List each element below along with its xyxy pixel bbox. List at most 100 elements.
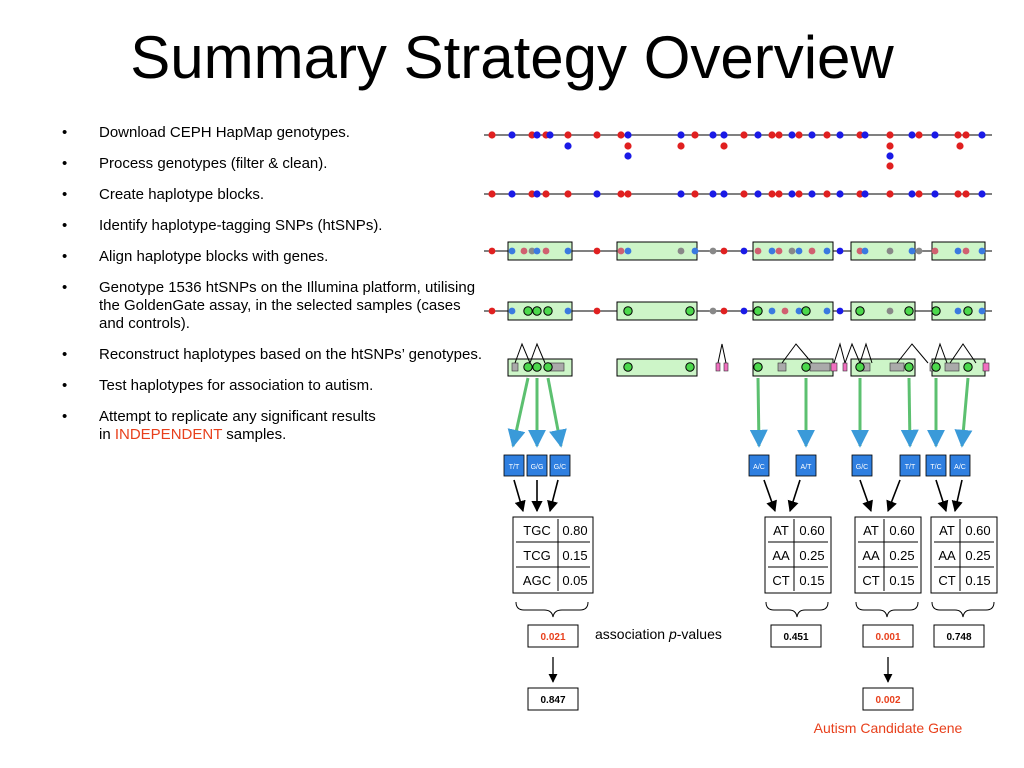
replicate-suffix: samples. (222, 426, 287, 443)
snp-tag: T/T (899, 454, 921, 477)
snp-tag-label: G/C (856, 464, 868, 471)
haplotype-cell: AT (863, 523, 879, 538)
step-replicate: Attempt to replicate any significant res… (62, 408, 482, 444)
haplotype-cell: AT (939, 523, 955, 538)
snp-tag: G/C (851, 454, 873, 477)
haplotype-block (616, 301, 698, 321)
step-htsnps: Identify haplotype-tagging SNPs (htSNPs)… (62, 217, 482, 235)
pvalue-text: 0.451 (783, 632, 808, 643)
snp-tag: A/C (949, 454, 971, 477)
snp-tag-label: A/T (801, 464, 813, 471)
step-process: Process genotypes (filter & clean). (62, 155, 482, 173)
step-reconstruct: Reconstruct haplotypes based on the htSN… (62, 346, 482, 364)
step-align: Align haplotype blocks with genes. (62, 248, 482, 266)
step-test: Test haplotypes for association to autis… (62, 377, 482, 395)
replication-value: 0.002 (875, 695, 900, 706)
pvalue-box: 0.021 (527, 624, 579, 648)
slide-title: Summary Strategy Overview (130, 24, 894, 91)
haplotype-table: TGC 0.80 TCG 0.15 AGC 0.05 (512, 516, 594, 594)
frequency-cell: 0.60 (965, 523, 990, 538)
snp-markers (488, 247, 986, 255)
haplotype-table: AT 0.60 AA 0.25 CT 0.15 (930, 516, 998, 594)
haplotype-cell: AA (938, 548, 956, 563)
pvalue-box: 0.001 (862, 624, 914, 648)
frequency-cell: 0.25 (799, 548, 824, 563)
snp-markers (488, 190, 986, 198)
pvalues-caption-suffix: -values (677, 626, 722, 642)
frequency-cell: 0.15 (562, 548, 587, 563)
reconstruction-arrows (513, 479, 963, 513)
snp-tag: T/T (503, 454, 525, 477)
snp-tag: A/C (748, 454, 770, 477)
haplotype-block (616, 358, 698, 377)
pvalue-box: 0.451 (770, 624, 822, 648)
haplotype-cell: AT (773, 523, 789, 538)
snp-genotype-tags: T/T G/G G/C A/C A/T G/C T/T T/C A/C (503, 454, 971, 477)
pvalue-text: 0.021 (540, 632, 565, 643)
replicate-prefix: in (99, 426, 115, 443)
snp-tag-label: G/C (554, 464, 566, 471)
snp-tag: A/T (795, 454, 817, 477)
haplotype-block (850, 301, 916, 321)
frequency-cell: 0.05 (562, 573, 587, 588)
snp-tag: G/G (526, 454, 548, 477)
snp-tag-label: A/C (954, 464, 966, 471)
haplotype-block (752, 301, 834, 321)
replicate-line1: Attempt to replicate any significant res… (99, 408, 376, 425)
frequency-cell: 0.60 (799, 523, 824, 538)
snp-markers (488, 306, 986, 316)
frequency-cell: 0.25 (889, 548, 914, 563)
row-haplotype-blocks (484, 241, 992, 261)
snp-tag: T/C (925, 454, 947, 477)
table-braces (515, 601, 995, 618)
haplotype-cell: AA (772, 548, 790, 563)
snp-tag-label: G/G (531, 464, 544, 471)
haplotype-cell: CT (938, 573, 955, 588)
snp-markers (488, 131, 986, 170)
haplotype-cell: TCG (523, 548, 550, 563)
haplotype-table: AT 0.60 AA 0.25 CT 0.15 (854, 516, 922, 594)
candidate-gene-label: Autism Candidate Gene (814, 720, 963, 736)
frequency-cell: 0.80 (562, 523, 587, 538)
pvalues-caption: association p-values (595, 626, 722, 642)
frequency-cell: 0.60 (889, 523, 914, 538)
pvalue-box: 0.748 (933, 624, 985, 648)
row-gene-alignment (507, 342, 990, 377)
pvalue-text: 0.001 (875, 632, 900, 643)
snp-tag-label: T/T (509, 464, 520, 471)
pvalue-text: 0.748 (946, 632, 971, 643)
frequency-cell: 0.25 (965, 548, 990, 563)
step-blocks: Create haplotype blocks. (62, 186, 482, 204)
genotyping-arrows (507, 377, 973, 448)
pvalues-caption-prefix: association (595, 626, 669, 642)
haplotype-table: AT 0.60 AA 0.25 CT 0.15 (764, 516, 832, 594)
frequency-cell: 0.15 (965, 573, 990, 588)
intron-connectors (514, 342, 977, 364)
strategy-steps-list: Download CEPH HapMap genotypes. Process … (62, 124, 482, 457)
haplotype-cell: AGC (523, 573, 551, 588)
snp-tag-label: T/T (905, 464, 916, 471)
row-filtered-genotypes (484, 190, 992, 198)
haplotype-cell: CT (772, 573, 789, 588)
snp-tag: G/C (549, 454, 571, 477)
gene-exons (511, 362, 990, 372)
snp-tag-label: T/C (930, 464, 941, 471)
haplotype-cell: AA (862, 548, 880, 563)
htsnp-markers (523, 362, 973, 372)
haplotype-cell: TGC (523, 523, 550, 538)
replication-box: 0.847 (527, 687, 579, 711)
frequency-cell: 0.15 (799, 573, 824, 588)
step-genotype: Genotype 1536 htSNPs on the Illumina pla… (62, 279, 482, 333)
haplotype-cell: CT (862, 573, 879, 588)
independent-highlight: INDEPENDENT (114, 426, 223, 443)
replication-arrows (548, 657, 893, 683)
replication-box: 0.002 (862, 687, 914, 711)
pvalues-caption-italic: p (668, 626, 677, 642)
row-htsnp-selection (484, 301, 992, 321)
step-download: Download CEPH HapMap genotypes. (62, 124, 482, 142)
snp-tag-label: A/C (753, 464, 765, 471)
row-raw-genotypes (484, 131, 992, 170)
frequency-cell: 0.15 (889, 573, 914, 588)
replication-value: 0.847 (540, 695, 565, 706)
